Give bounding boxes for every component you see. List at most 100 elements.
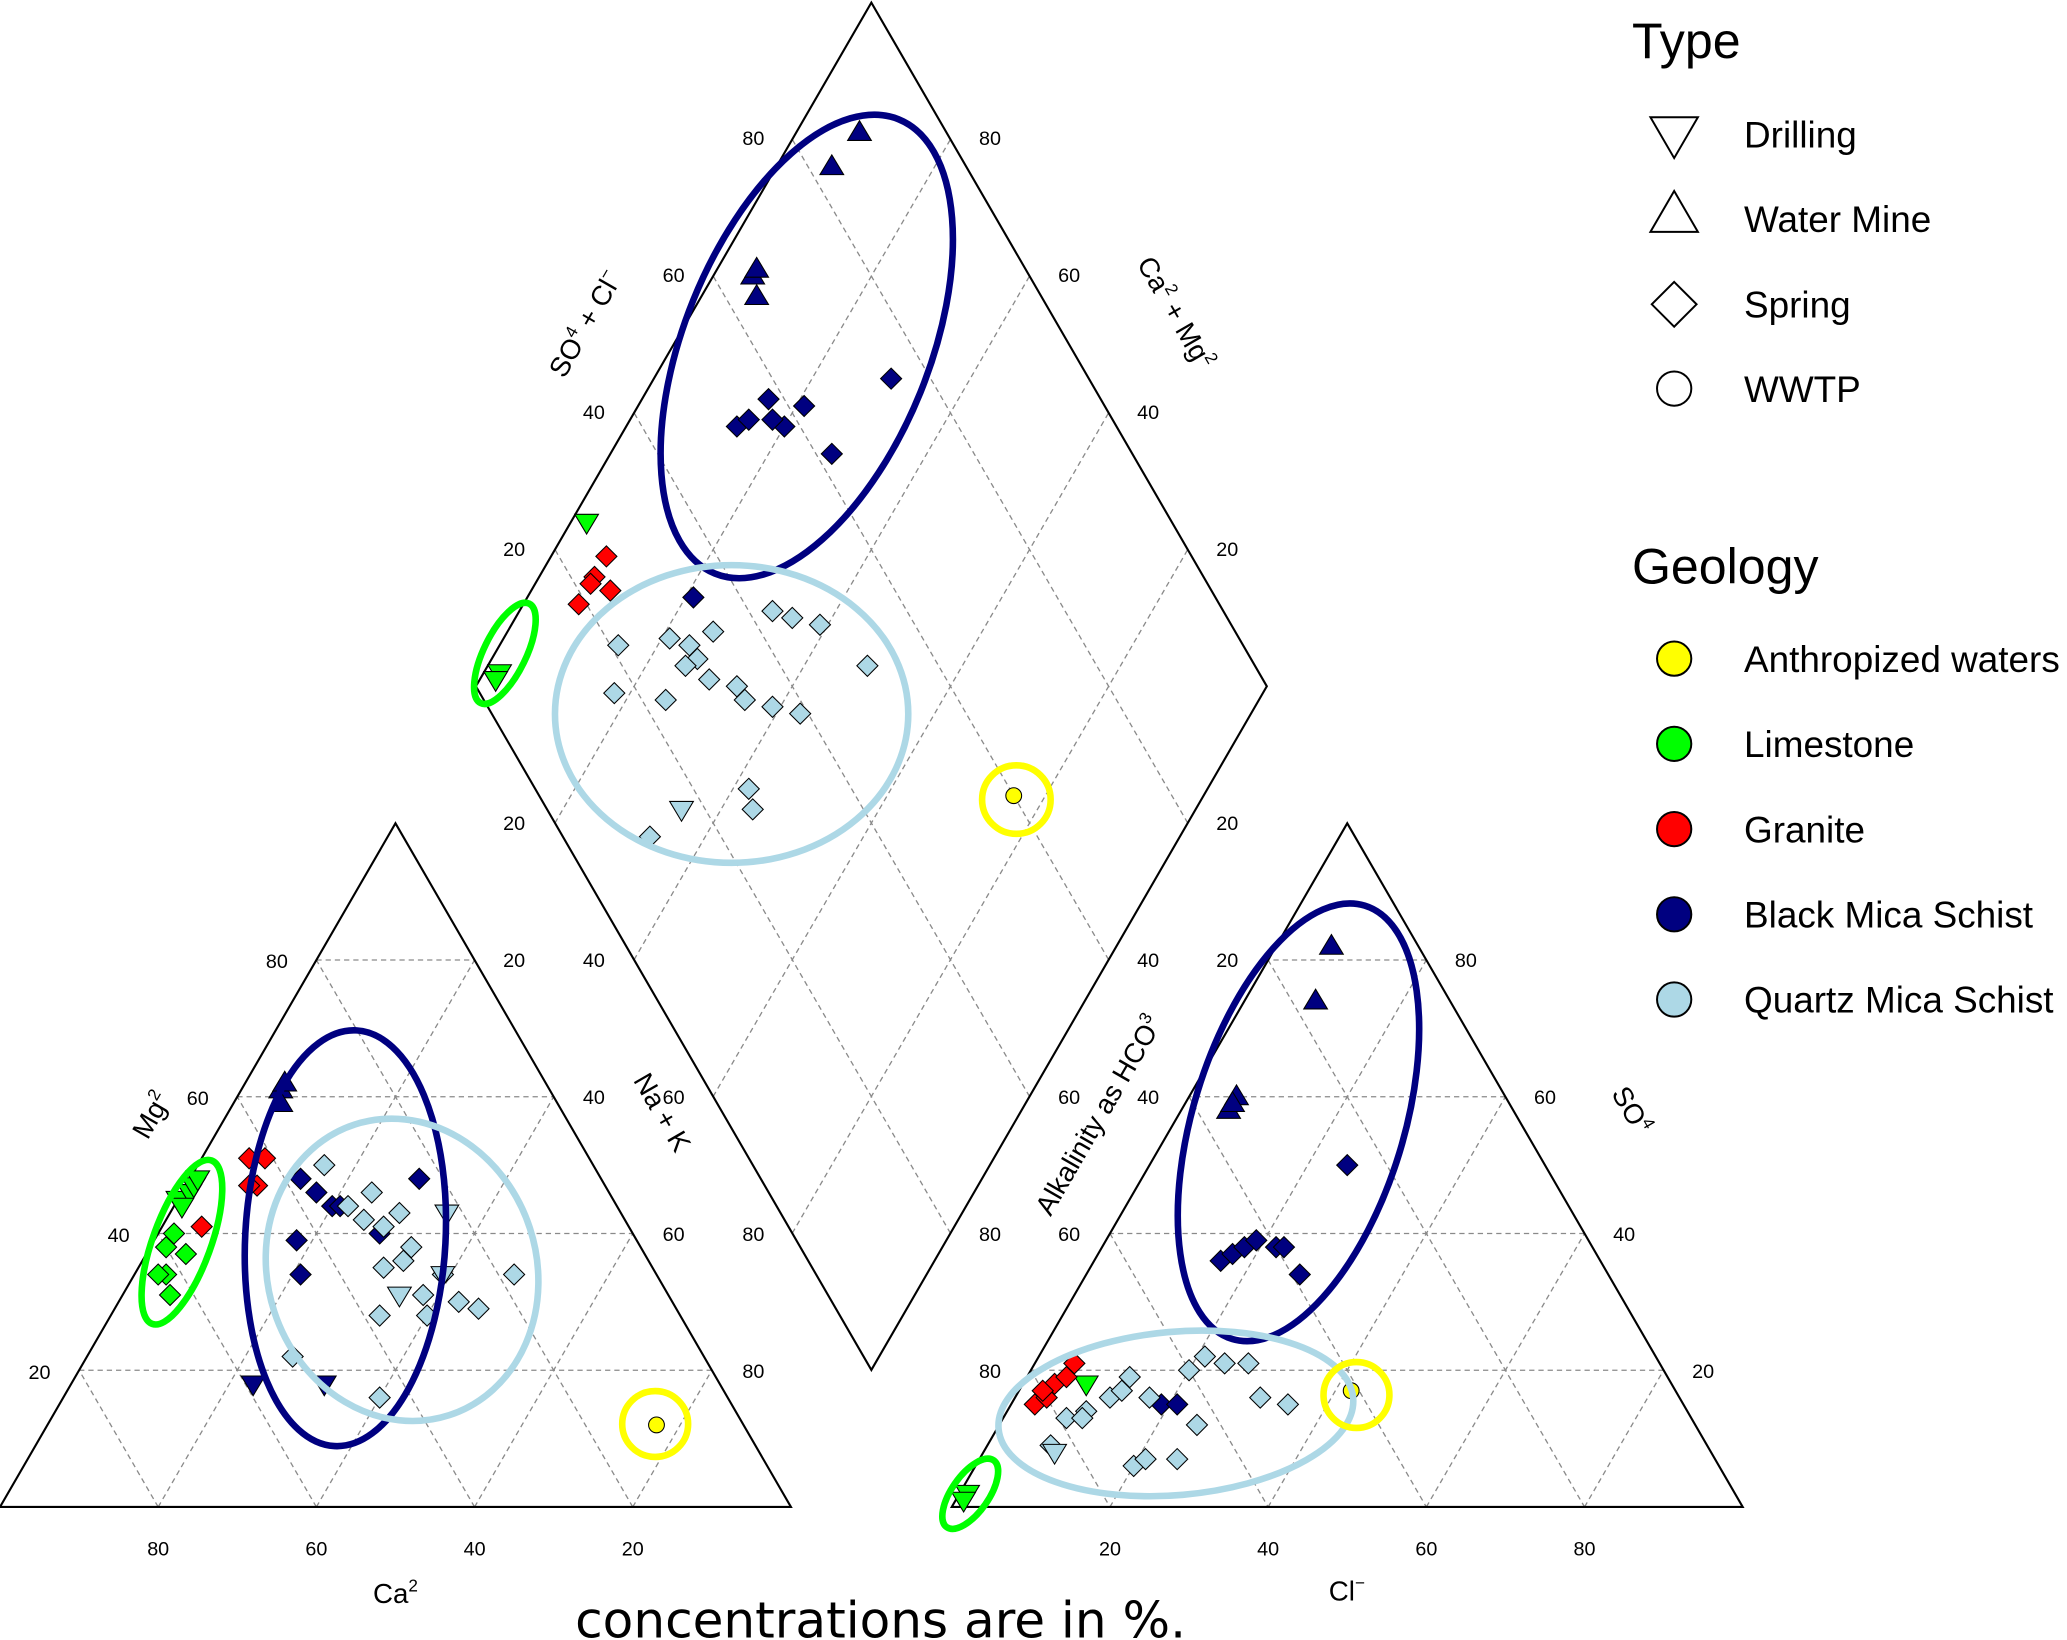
tick-nak: 40 bbox=[583, 1087, 605, 1109]
diamond-icon bbox=[1650, 280, 1698, 329]
tick-alkalinity: 80 bbox=[979, 1361, 1001, 1383]
anion-point-spring-qms bbox=[1055, 1406, 1078, 1430]
diamond-point-spring-bms bbox=[761, 408, 784, 431]
circle-icon bbox=[1656, 981, 1693, 1018]
cation-point-spring-qms bbox=[502, 1263, 526, 1286]
legend-item-wwtp: WWTP bbox=[1656, 369, 1861, 410]
tick-so4: 80 bbox=[1455, 950, 1477, 972]
diamond-point-spring-qms bbox=[603, 681, 626, 705]
anion-point-spring-qms bbox=[1070, 1406, 1094, 1430]
circle-icon bbox=[1656, 810, 1693, 848]
tick-ca-mg: 60 bbox=[1058, 265, 1080, 287]
legend: Type Drilling Water Mine Spring WWTP Geo… bbox=[1632, 13, 2060, 1021]
circle-icon bbox=[1656, 896, 1693, 933]
diamond-field bbox=[474, 0, 1269, 1373]
axis-label-cl: Cl− bbox=[1329, 1573, 1365, 1607]
diamond-point-spring-qms bbox=[761, 695, 784, 719]
diamond-point-spring-bms bbox=[820, 442, 844, 466]
diamond-point-spring-qms bbox=[658, 627, 681, 650]
diamond-point-spring-qms bbox=[856, 654, 879, 678]
diamond-point-spring-qms bbox=[701, 620, 725, 643]
ellipse-anthropized-cation bbox=[618, 1387, 692, 1461]
cation-point-spring-limestone bbox=[146, 1263, 170, 1286]
diamond-point-spring-qms bbox=[808, 613, 832, 637]
anion-point-drilling-limestone bbox=[1073, 1375, 1100, 1397]
tick-diamond-hco3: 80 bbox=[979, 1224, 1001, 1246]
triangle-down-icon bbox=[1648, 116, 1700, 161]
tick-ca-mg: 20 bbox=[1216, 539, 1238, 561]
diamond-grid-camg bbox=[554, 139, 952, 824]
tick-mg: 60 bbox=[187, 1088, 209, 1110]
diamond-grid-so4cl bbox=[712, 275, 1110, 961]
diamond-point-spring-qms bbox=[733, 688, 757, 712]
plot-frames bbox=[0, 0, 1745, 1509]
anion-point-drilling-limestone bbox=[950, 1491, 977, 1513]
cation-point-spring-qms bbox=[388, 1201, 411, 1225]
diamond-point-spring-granite bbox=[579, 572, 602, 596]
diamond-point-spring-qms bbox=[606, 633, 630, 657]
diamond-grid-so4cl bbox=[791, 139, 1189, 824]
diamond-point-spring-granite bbox=[567, 592, 590, 616]
tick-mg: 80 bbox=[266, 951, 288, 973]
ellipse-anthropized-anion bbox=[1320, 1358, 1393, 1432]
tick-so4-cl: 40 bbox=[583, 402, 605, 424]
tick-mg: 20 bbox=[29, 1362, 51, 1384]
diamond-point-spring-qms bbox=[737, 777, 761, 801]
diamond-grid-camg bbox=[791, 549, 1189, 1234]
tick-alkalinity: 20 bbox=[1216, 950, 1238, 972]
tick-so4: 20 bbox=[1692, 1361, 1714, 1383]
diamond-grid-so4cl bbox=[633, 412, 1031, 1097]
legend-type-title: Type bbox=[1632, 13, 1741, 69]
diamond-grid-so4cl bbox=[554, 549, 952, 1234]
tick-nak: 80 bbox=[742, 1361, 764, 1383]
ellipse-anthropized-diamond bbox=[978, 762, 1054, 838]
diamond-point-watermine-bms bbox=[846, 119, 873, 141]
cation-point-spring-bms bbox=[305, 1181, 328, 1204]
legend-label: Drilling bbox=[1744, 115, 1857, 156]
diamond-point-spring-qms bbox=[788, 702, 812, 725]
cation-point-spring-bms bbox=[407, 1167, 431, 1191]
axis-label-so4: SO4 bbox=[1606, 1079, 1660, 1139]
anion-point-spring-qms bbox=[1237, 1352, 1260, 1375]
diamond-point-spring-bms bbox=[792, 394, 816, 418]
cation-point-spring-qms bbox=[372, 1256, 395, 1279]
anion-point-spring-granite bbox=[1031, 1379, 1055, 1403]
footnote: concentrations are in %. bbox=[575, 1591, 1186, 1640]
tick-ca-mg: 40 bbox=[1137, 402, 1159, 424]
tick-so4-cl: 20 bbox=[503, 539, 525, 561]
ellipse-limestone-anion bbox=[939, 1455, 1002, 1533]
cation-grid-nak bbox=[315, 1096, 555, 1508]
anion-point-spring-bms bbox=[1165, 1393, 1189, 1416]
diamond-point-watermine-bms bbox=[743, 256, 770, 278]
cation-point-spring-qms bbox=[447, 1290, 471, 1314]
axis-label-ca-mg: Ca2 + Mg2 bbox=[1131, 250, 1223, 375]
diamond-point-spring-qms bbox=[678, 633, 701, 657]
tick-diamond-nak: 40 bbox=[583, 950, 605, 972]
anion-point-spring-qms bbox=[1177, 1358, 1201, 1382]
legend-item-bms: Black Mica Schist bbox=[1656, 895, 2033, 935]
diamond-point-spring-bms bbox=[757, 387, 780, 411]
tick-so4-cl: 80 bbox=[742, 128, 764, 150]
tick-cl: 60 bbox=[1415, 1539, 1437, 1561]
cation-point-drilling-limestone bbox=[184, 1170, 211, 1192]
legend-label: Water Mine bbox=[1744, 199, 1931, 240]
anion-point-spring-bms bbox=[1288, 1263, 1312, 1286]
cation-grid-nak bbox=[632, 1369, 713, 1508]
tick-diamond-hco3: 40 bbox=[1137, 950, 1159, 972]
diamond-point-drilling-qms bbox=[668, 800, 695, 823]
diamond-point-spring-qms bbox=[674, 654, 697, 678]
cation-grid-ca bbox=[236, 1096, 476, 1508]
anion-triangle bbox=[949, 821, 1745, 1509]
cation-point-spring-limestone bbox=[158, 1283, 182, 1307]
legend-geology-title: Geology bbox=[1632, 539, 1819, 595]
anion-point-spring-bms bbox=[1272, 1235, 1296, 1259]
diamond-point-drilling-limestone bbox=[573, 513, 600, 536]
cation-point-spring-qms bbox=[372, 1215, 395, 1238]
cation-grid-nak bbox=[473, 1233, 634, 1508]
cation-point-spring-qms bbox=[352, 1208, 376, 1232]
anion-point-spring-qms bbox=[1276, 1393, 1300, 1416]
cation-point-spring-qms bbox=[360, 1181, 384, 1204]
legend-item-spring: Spring bbox=[1650, 280, 1851, 329]
tick-cl: 40 bbox=[1257, 1539, 1279, 1561]
